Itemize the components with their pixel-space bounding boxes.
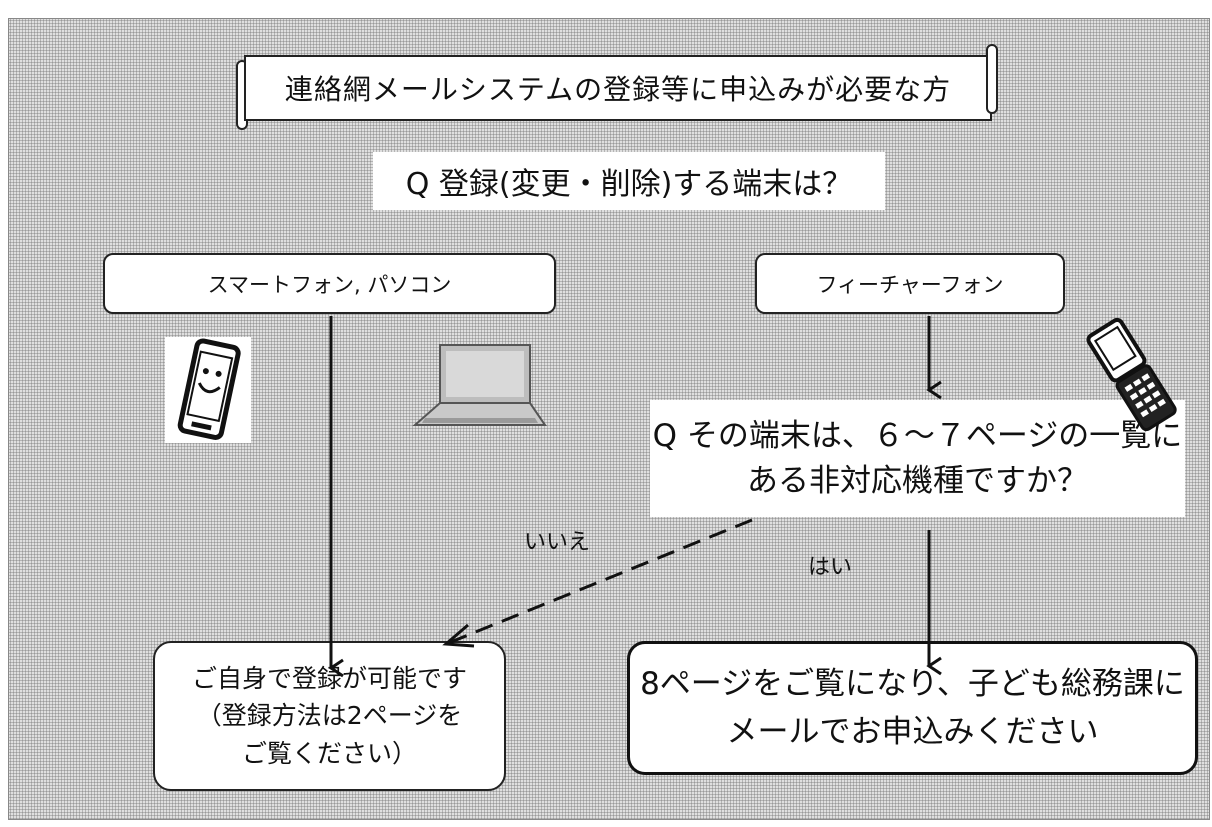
title-text: 連絡網メールシステムの登録等に申込みが必要な方 <box>284 73 952 106</box>
result-apply-by-email: 8ページをご覧になり、子ども総務課に メールでお申込みください <box>627 641 1198 775</box>
node-featurephone: フィーチャーフォン <box>755 253 1065 314</box>
node-featurephone-label: フィーチャーフォン <box>816 272 1004 297</box>
flip-phone-icon <box>1086 317 1177 432</box>
smartphone-icon <box>165 337 251 443</box>
edge-label-yes: はい <box>808 555 853 580</box>
edge-label-no: いいえ <box>524 530 591 555</box>
arrow-no-to-self <box>445 518 753 646</box>
laptop-icon <box>412 344 547 426</box>
arrow-no-head <box>442 623 475 648</box>
question-unsupported-line1: Q その端末は、６～７ページの一覧に <box>652 417 1183 454</box>
result-apply-line2: メールでお申込みください <box>726 714 1099 750</box>
question-device: Q 登録(変更・削除)する端末は？ <box>373 152 885 210</box>
title-banner: 連絡網メールシステムの登録等に申込みが必要な方 <box>244 55 992 121</box>
question-unsupported-model: Q その端末は、６～７ページの一覧に ある非対応機種ですか？ <box>650 400 1185 517</box>
node-smartphone-pc: スマートフォン, パソコン <box>103 253 556 314</box>
result-apply-line1: 8ページをご覧になり、子ども総務課に <box>640 665 1185 702</box>
question-unsupported-line2: ある非対応機種ですか？ <box>747 462 1088 499</box>
result-self-line2: （登録方法は2ページを <box>196 701 463 731</box>
scroll-curl-right <box>986 44 998 114</box>
node-smartphone-pc-label: スマートフォン, パソコン <box>207 272 452 297</box>
result-self-line3: ご覧ください） <box>241 738 417 768</box>
question-device-text: Q 登録(変更・削除)する端末は？ <box>405 167 853 202</box>
